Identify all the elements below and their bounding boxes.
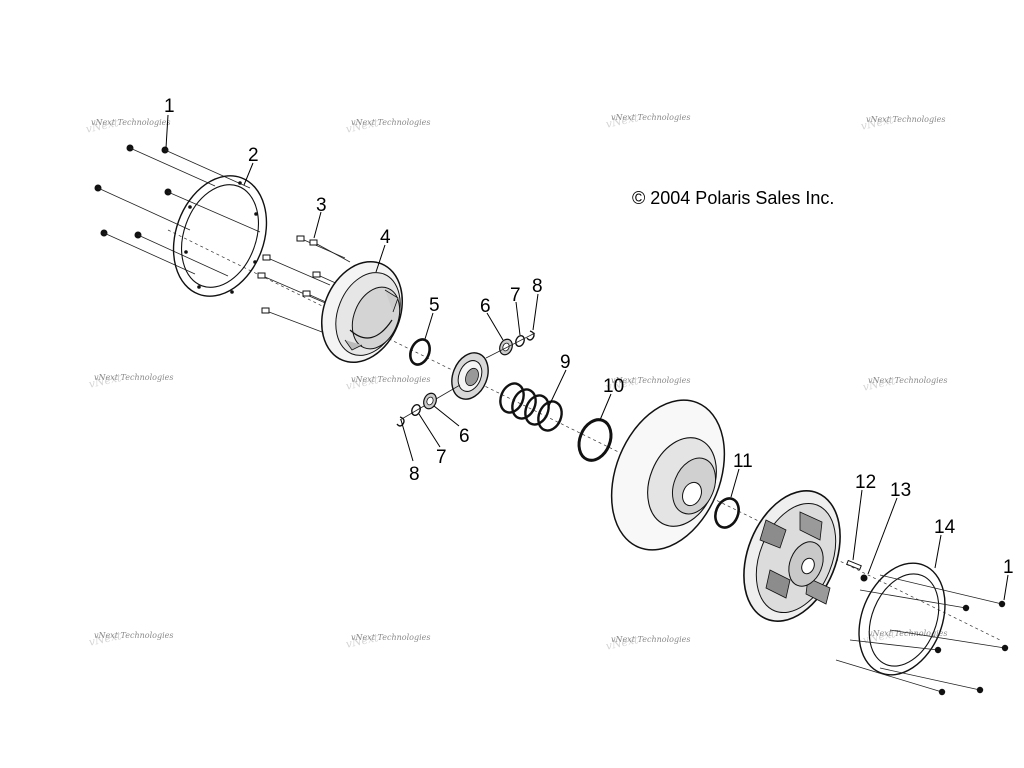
callout-label: 5 bbox=[429, 295, 440, 316]
svg-text:vNext Technologies: vNext Technologies bbox=[94, 631, 173, 640]
watermark: vNext vNext Technologies bbox=[605, 111, 691, 131]
svg-text:vNext Technologies: vNext Technologies bbox=[351, 375, 430, 384]
washer-upper bbox=[515, 334, 525, 348]
callout-label: 3 bbox=[316, 195, 327, 216]
svg-text:vNext Technologies: vNext Technologies bbox=[94, 373, 173, 382]
svg-text:vNext Technologies: vNext Technologies bbox=[611, 376, 690, 385]
watermark: vNext vNext Technologies bbox=[85, 116, 171, 136]
screw bbox=[261, 307, 331, 336]
screw bbox=[296, 235, 346, 259]
washer-lower bbox=[411, 403, 421, 417]
screw bbox=[879, 667, 984, 694]
gasket-ring-right bbox=[858, 562, 946, 676]
spring bbox=[499, 382, 563, 432]
watermark: vNext vNext Technologies bbox=[345, 116, 431, 136]
callout-label: 6 bbox=[459, 426, 470, 447]
callout-label: 9 bbox=[560, 352, 571, 373]
callout-label: 1 bbox=[1003, 557, 1014, 578]
screw bbox=[859, 589, 970, 612]
screw bbox=[879, 574, 1006, 608]
fixed-sheave bbox=[610, 399, 726, 551]
clutch-cover bbox=[320, 260, 404, 364]
screw bbox=[164, 188, 261, 233]
screw bbox=[302, 290, 329, 304]
bearing-assembly bbox=[451, 352, 489, 400]
svg-text:vNext Technologies: vNext Technologies bbox=[351, 118, 430, 127]
seal-ring bbox=[409, 338, 431, 366]
callout-label: 13 bbox=[890, 480, 911, 501]
screw bbox=[309, 239, 351, 263]
screw bbox=[889, 629, 1009, 652]
clip-upper bbox=[526, 330, 535, 341]
callout-label: 8 bbox=[409, 464, 420, 485]
callout-leaders bbox=[165, 114, 1009, 601]
callout-label: 6 bbox=[480, 296, 491, 317]
callout-label: 8 bbox=[532, 276, 543, 297]
svg-text:vNext Technologies: vNext Technologies bbox=[868, 376, 947, 385]
assembly-axis bbox=[167, 229, 1001, 641]
watermark: vNext vNext Technologies bbox=[860, 113, 946, 133]
svg-text:vNext Technologies: vNext Technologies bbox=[868, 629, 947, 638]
watermark: vNext vNext Technologies bbox=[605, 633, 691, 653]
screws-cover bbox=[257, 235, 351, 336]
callout-label: 10 bbox=[603, 376, 624, 397]
callout-labels: 1 2 3 4 5 6 7 8 9 10 6 7 8 11 12 13 14 1 bbox=[164, 96, 1014, 578]
watermark: vNext vNext Technologies bbox=[345, 631, 431, 651]
callout-label: 7 bbox=[510, 285, 521, 306]
callout-label: 7 bbox=[436, 447, 447, 468]
screw bbox=[849, 639, 942, 654]
screw bbox=[134, 231, 229, 277]
callout-label: 14 bbox=[934, 517, 956, 538]
screw bbox=[161, 146, 251, 189]
screws-right bbox=[835, 574, 1009, 696]
svg-text:vNext Technologies: vNext Technologies bbox=[91, 118, 170, 127]
screw bbox=[262, 254, 331, 286]
watermark: vNext vNext Technologies bbox=[88, 629, 174, 649]
screw bbox=[100, 229, 196, 275]
copyright-notice: © 2004 Polaris Sales Inc. bbox=[632, 188, 834, 208]
thrust-washer bbox=[714, 497, 740, 529]
screw bbox=[257, 272, 331, 306]
callout-label: 2 bbox=[248, 145, 259, 166]
svg-text:vNext Technologies: vNext Technologies bbox=[611, 113, 690, 122]
callout-label: 12 bbox=[855, 472, 876, 493]
watermark: vNext vNext Technologies bbox=[345, 373, 431, 393]
watermark: vNext vNext Technologies bbox=[88, 371, 174, 391]
roller-lower bbox=[423, 392, 437, 410]
callout-label: 1 bbox=[164, 96, 175, 117]
movable-sheave bbox=[743, 490, 841, 622]
screws-left bbox=[94, 144, 261, 277]
screw bbox=[835, 659, 946, 696]
gasket-ring-left bbox=[172, 175, 268, 297]
svg-text:vNext Technologies: vNext Technologies bbox=[611, 635, 690, 644]
pin bbox=[846, 559, 862, 571]
svg-text:vNext Technologies: vNext Technologies bbox=[866, 115, 945, 124]
watermark: vNext vNext Technologies bbox=[862, 374, 948, 394]
roller-upper bbox=[499, 338, 513, 356]
clip-lower bbox=[396, 416, 405, 427]
nut bbox=[860, 574, 868, 582]
screw bbox=[126, 144, 216, 187]
callout-label: 11 bbox=[733, 451, 753, 472]
screw bbox=[94, 184, 191, 231]
spacer-ring bbox=[577, 418, 613, 462]
svg-text:vNext Technologies: vNext Technologies bbox=[351, 633, 430, 642]
callout-label: 4 bbox=[380, 227, 391, 248]
